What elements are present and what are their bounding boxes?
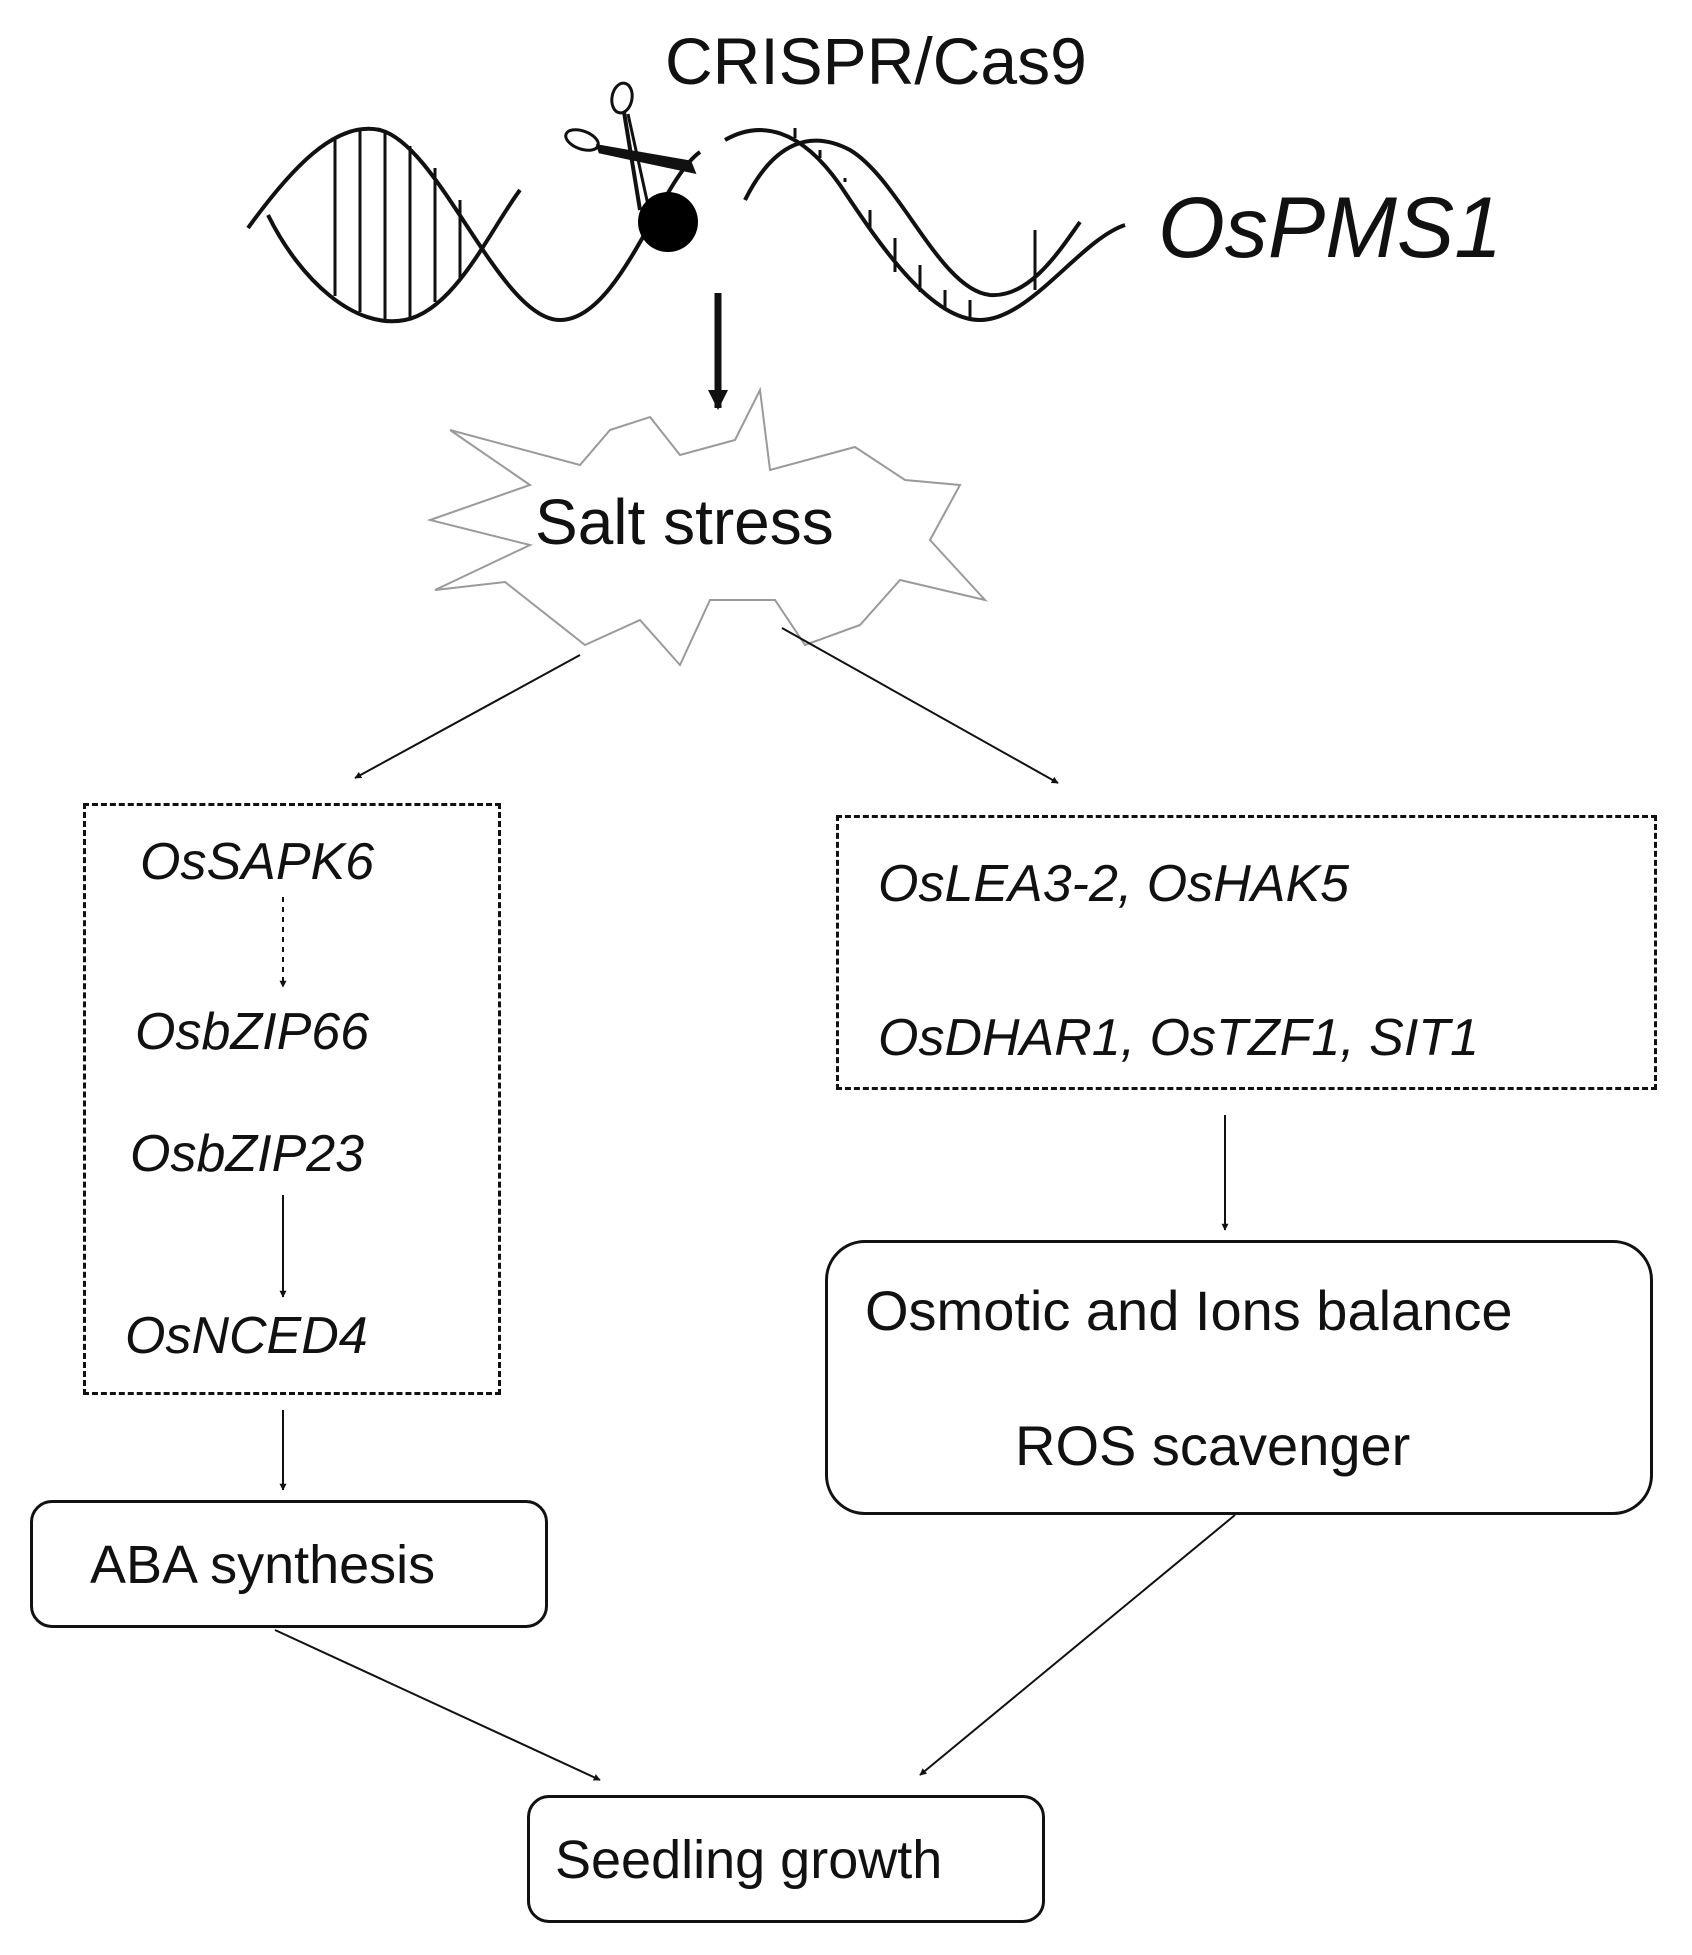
seedling-growth-label: Seedling growth [555,1830,943,1890]
gene-osnced4: OsNCED4 [125,1307,368,1365]
gene-ossapk6: OsSAPK6 [140,833,375,891]
aba-synthesis-label: ABA synthesis [90,1535,436,1595]
ros-scavenger-label: ROS scavenger [1015,1414,1411,1477]
arrow-aba-to-growth [274,1629,601,1781]
cas9-dot-icon [638,192,698,252]
osmotic-balance-label: Osmotic and Ions balance [865,1279,1513,1342]
aba-synthesis-box [30,1500,548,1628]
genes-row-1: OsLEA3-2, OsHAK5 [878,855,1350,913]
dna-helix-icon [246,126,1126,324]
right-gene-box [836,815,1657,1090]
genes-row-2: OsDHAR1, OsTZF1, SIT1 [878,1009,1479,1067]
osmotic-balance-box [825,1240,1653,1515]
salt-stress-burst-icon [426,386,988,667]
gene-name-label: OsPMS1 [1158,180,1503,276]
scissors-icon [564,81,697,211]
arrow-stress-to-left [354,654,581,779]
crispr-cas9-label: CRISPR/Cas9 [665,24,1087,98]
arrow-stress-to-right [781,627,1059,784]
arrow-balance-to-growth [919,1514,1236,1776]
seedling-growth-box [527,1795,1045,1923]
salt-stress-label: Salt stress [535,486,834,558]
gene-osbzip23: OsbZIP23 [130,1125,365,1183]
left-gene-box [83,803,501,1395]
gene-osbzip66: OsbZIP66 [135,1003,370,1061]
